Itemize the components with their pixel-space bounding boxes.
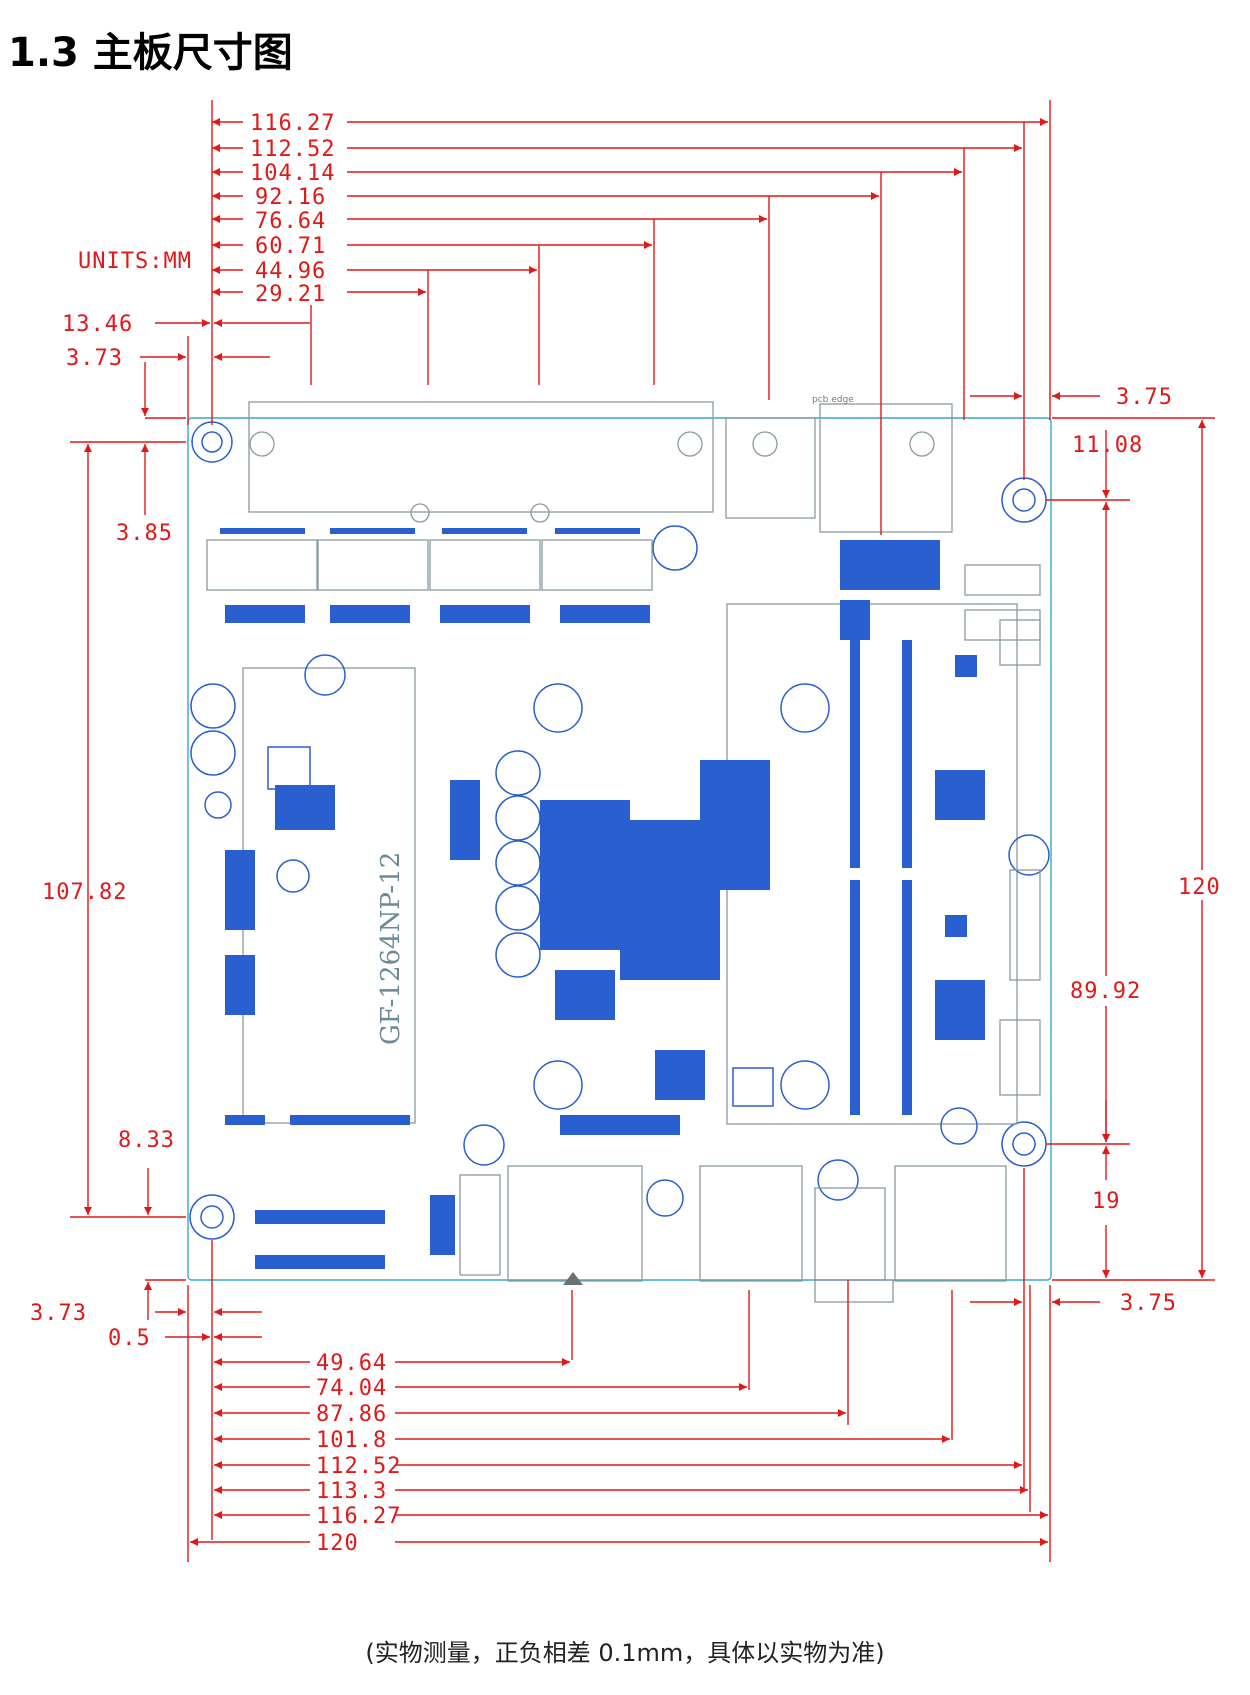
dim-top-60-71: 60.71 <box>255 234 326 259</box>
dim-left-107-82: 107.82 <box>42 880 127 905</box>
dim-top-44-96: 44.96 <box>255 259 326 284</box>
dim-top-92-16: 92.16 <box>255 185 326 210</box>
page-title: 1.3 主板尺寸图 <box>8 30 293 76</box>
dim-top-116-27: 116.27 <box>250 111 335 136</box>
dim-bottom-87-86: 87.86 <box>316 1402 387 1427</box>
pcb-board: GF-1264NP-12 pcb edge <box>187 395 1052 1303</box>
dim-left-13-46: 13.46 <box>62 312 133 337</box>
dim-bottom-113-3: 113.3 <box>316 1479 387 1504</box>
dim-right-89-92: 89.92 <box>1070 979 1141 1004</box>
board-dimension-drawing: GF-1264NP-12 pcb edge <box>30 100 1234 1562</box>
dim-top-76-64: 76.64 <box>255 209 326 234</box>
dim-top-112-52: 112.52 <box>250 137 335 162</box>
dim-left-8-33: 8.33 <box>118 1128 175 1153</box>
dim-bottom-101-8: 101.8 <box>316 1428 387 1453</box>
dim-right-19: 19 <box>1092 1189 1121 1214</box>
dim-right-3-75-top: 3.75 <box>1116 385 1173 410</box>
dim-bottom-74-04: 74.04 <box>316 1376 387 1401</box>
board-model-label: GF-1264NP-12 <box>376 852 406 1045</box>
dim-top-104-14: 104.14 <box>250 161 335 186</box>
dim-bottom-3-73: 3.73 <box>30 1301 87 1326</box>
dim-right-3-75-bottom: 3.75 <box>1120 1291 1177 1316</box>
dim-left-3-73: 3.73 <box>66 346 123 371</box>
dim-top-29-21: 29.21 <box>255 282 326 307</box>
units-label: UNITS:MM <box>78 249 192 274</box>
dim-bottom-0-5: 0.5 <box>108 1326 151 1351</box>
dim-right-11-08: 11.08 <box>1072 433 1143 458</box>
dimension-labels: 116.27 112.52 104.14 92.16 76.64 60.71 4… <box>30 108 1234 1556</box>
dim-bottom-49-64: 49.64 <box>316 1351 387 1376</box>
measurement-note: (实物测量，正负相差 0.1mm，具体以实物为准) <box>365 1639 885 1667</box>
dim-bottom-112-52: 112.52 <box>316 1454 401 1479</box>
pcb-edge-label: pcb edge <box>812 395 854 405</box>
dim-left-3-85: 3.85 <box>116 521 173 546</box>
dim-bottom-120: 120 <box>316 1531 359 1556</box>
dim-right-120: 120 <box>1178 875 1221 900</box>
dim-bottom-116-27: 116.27 <box>316 1504 401 1529</box>
